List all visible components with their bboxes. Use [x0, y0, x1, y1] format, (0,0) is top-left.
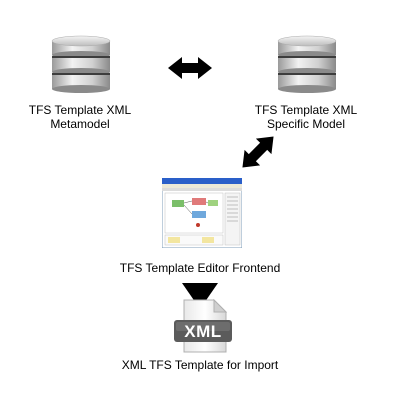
- down-arrow-icon: [182, 283, 218, 309]
- double-arrow-diagonal-icon: [242, 136, 274, 168]
- editor-label: TFS Template Editor Frontend: [119, 261, 281, 275]
- specific-model-database-icon: [277, 35, 337, 93]
- xml-template-label: XML TFS Template for Import: [121, 358, 279, 372]
- metamodel-label-line1: TFS Template XML: [28, 103, 132, 117]
- metamodel-label: TFS Template XML Metamodel: [10, 103, 150, 131]
- specific-model-label-line1: TFS Template XML: [254, 103, 358, 117]
- metamodel-label-line2: Metamodel: [50, 117, 110, 131]
- metamodel-database-icon: [51, 35, 111, 93]
- xml-file-icon: [174, 298, 232, 353]
- specific-model-label-line2: Specific Model: [266, 117, 346, 131]
- xml-badge-text: XML: [184, 322, 222, 341]
- editor-screenshot-thumbnail: [162, 178, 242, 248]
- double-arrow-horizontal-icon: [168, 57, 212, 79]
- specific-model-label: TFS Template XML Specific Model: [236, 103, 376, 131]
